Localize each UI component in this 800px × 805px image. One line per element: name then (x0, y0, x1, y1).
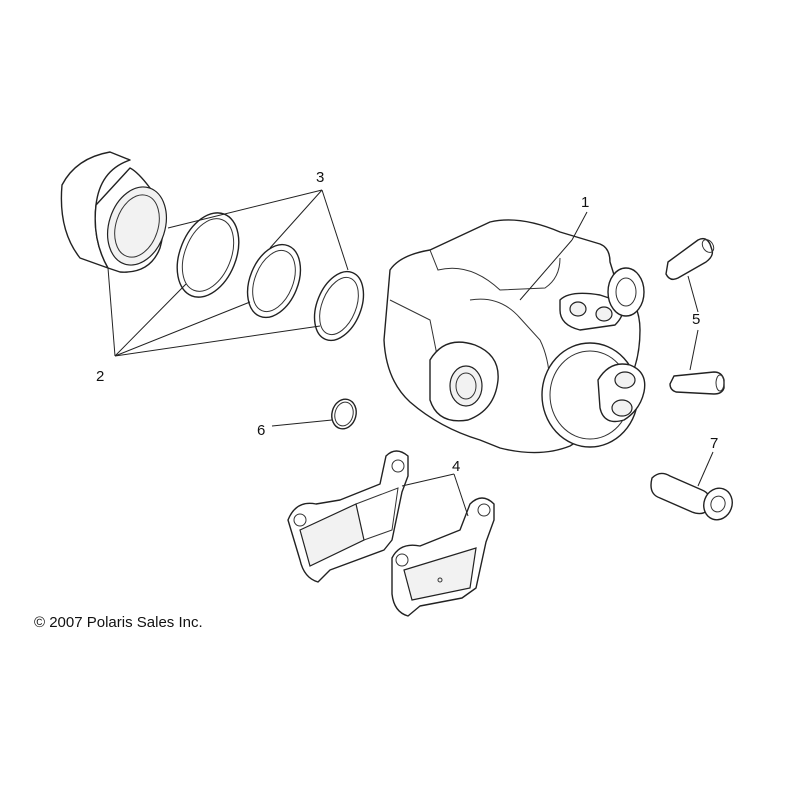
caliper-body-icon (383, 219, 646, 454)
leader-line-5b (689, 329, 699, 371)
leader-line-6 (271, 419, 333, 427)
leader-line-5a (687, 275, 699, 313)
brake-pad-icon (287, 450, 495, 617)
o-ring-icon (331, 398, 357, 430)
leader-line-4a (401, 473, 455, 487)
leader-lines-2-3 (107, 189, 349, 357)
bleeder-pin-icon (665, 237, 725, 395)
piston-icon (60, 151, 167, 273)
callout-6: 6 (257, 422, 266, 439)
callout-3: 3 (316, 169, 325, 186)
leader-line-1 (571, 211, 588, 241)
callout-1: 1 (581, 194, 590, 211)
leader-line-1b (519, 239, 573, 301)
seal-ring-icon (176, 212, 365, 342)
callout-5: 5 (692, 311, 701, 328)
callout-7: 7 (710, 435, 719, 452)
callout-4: 4 (452, 458, 461, 475)
copyright-notice: © 2007 Polaris Sales Inc. (34, 614, 203, 631)
leader-line-7 (697, 451, 714, 487)
bolt-icon (650, 472, 733, 521)
callout-2: 2 (96, 368, 105, 385)
leader-line-4b (453, 473, 469, 517)
